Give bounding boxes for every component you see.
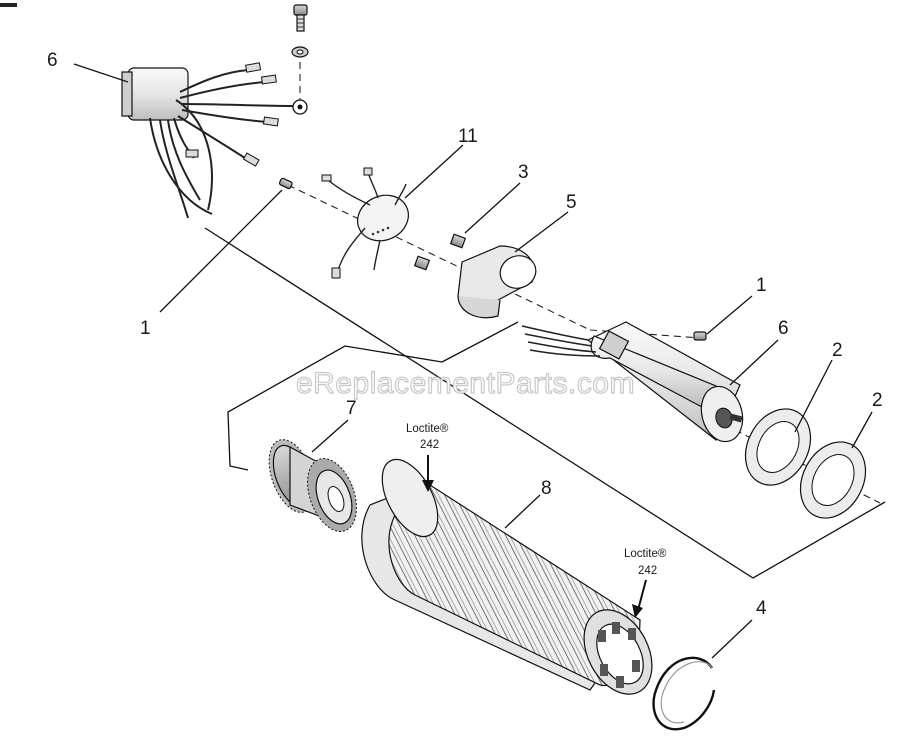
leader-lines <box>73 63 873 659</box>
loctite-right-number: 242 <box>638 565 657 577</box>
callout-8: 8 <box>541 478 552 499</box>
lock-washer <box>291 46 309 58</box>
part-2-washer-b <box>799 441 867 519</box>
part-1-screw-right <box>693 331 707 341</box>
callout-6-right: 6 <box>778 318 789 339</box>
callout-7: 7 <box>346 398 357 419</box>
callout-6-top: 6 <box>47 50 58 71</box>
loctite-arrow-left <box>422 455 434 492</box>
callout-1-left: 1 <box>140 318 151 339</box>
callout-11: 11 <box>458 126 478 147</box>
callout-5: 5 <box>566 192 577 213</box>
callout-2-b: 2 <box>872 390 883 411</box>
loctite-right-name: Loctite® <box>624 548 667 560</box>
callout-3: 3 <box>518 162 529 183</box>
part-6-motor <box>521 321 744 443</box>
part-11-brush-plate <box>321 167 409 279</box>
outline-frame <box>204 227 886 579</box>
watermark-text: eReplacementParts.com <box>296 367 635 400</box>
loctite-arrow-right <box>632 579 647 618</box>
part-6-wire-harness <box>121 62 308 219</box>
top-screw <box>293 4 308 32</box>
part-2-washer-a <box>744 408 812 486</box>
part-7-gear <box>268 439 357 532</box>
callout-2-a: 2 <box>832 340 843 361</box>
part-1-screw-left <box>278 177 293 190</box>
loctite-left-number: 242 <box>420 439 439 451</box>
loctite-left-name: Loctite® <box>406 423 449 435</box>
part-5-sleeve <box>457 245 537 319</box>
part-4-snap-ring <box>652 656 716 731</box>
corner-mark <box>0 3 17 7</box>
callout-1-right: 1 <box>756 275 767 296</box>
part-3-brushes <box>413 233 467 271</box>
callout-4: 4 <box>756 598 767 619</box>
part-8-housing <box>361 458 653 695</box>
